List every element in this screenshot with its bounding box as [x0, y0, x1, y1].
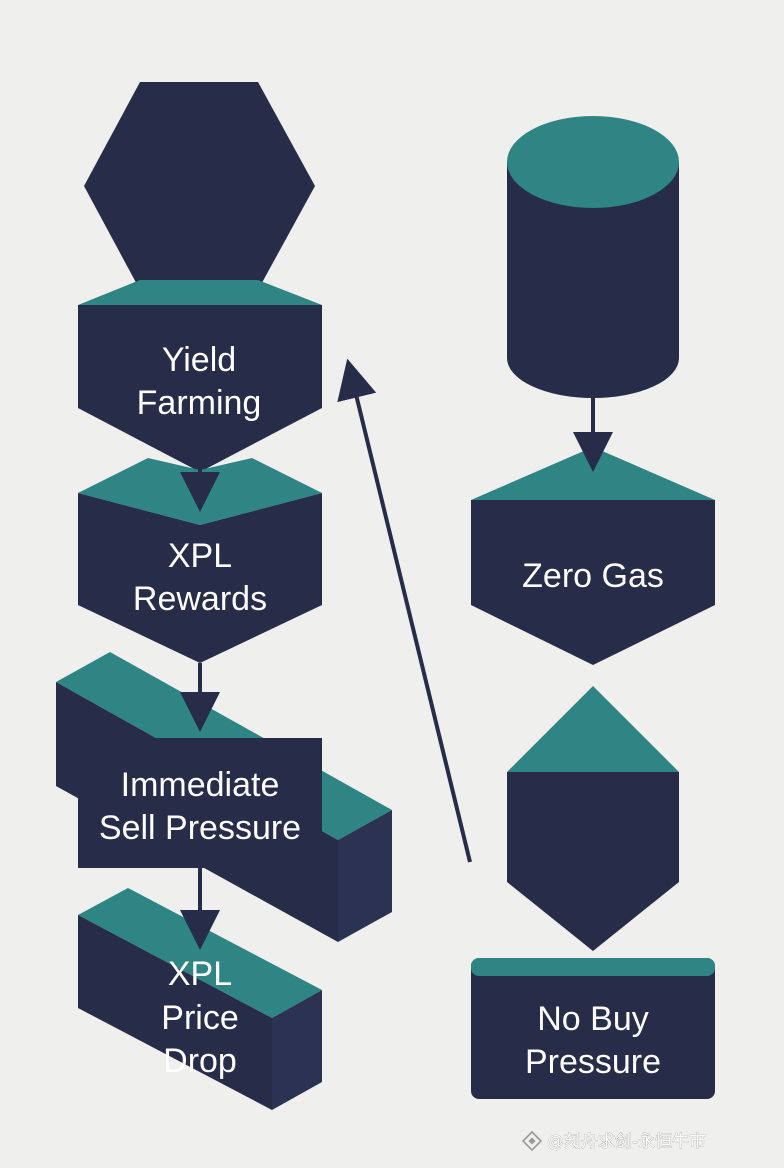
binance-diamond-icon	[521, 1130, 543, 1152]
cylinder-shape	[507, 116, 679, 398]
node-no-buy-pressure: No Buy Pressure	[471, 958, 715, 1099]
watermark: @刻舟求剑-永恒牛市	[521, 1130, 706, 1152]
node-yield-farming-label-2: Farming	[137, 384, 262, 422]
node-immediate-sell-pressure: Immediate Sell Pressure	[56, 652, 392, 942]
node-xpl-rewards: XPL Rewards	[78, 458, 322, 663]
node-xpl-price-drop-top-face	[78, 888, 322, 1018]
node-immediate-sell-label-2: Sell Pressure	[99, 809, 301, 847]
arrow-feedback-to-yield	[337, 358, 472, 863]
node-yield-farming-body	[78, 305, 322, 472]
watermark-text: @刻舟求剑-永恒牛市	[547, 1132, 706, 1152]
node-zero-gas-cap	[471, 447, 715, 500]
pentagon-shape-cap	[507, 686, 679, 772]
cylinder-top	[507, 116, 679, 208]
node-immediate-sell-label-1: Immediate	[121, 766, 280, 804]
pentagon-shape	[507, 686, 679, 951]
node-xpl-price-drop-front-face	[78, 915, 272, 1110]
node-xpl-price-drop-side-face	[272, 990, 322, 1110]
node-yield-farming-cap	[78, 280, 322, 305]
cylinder-body	[507, 162, 679, 398]
node-xpl-rewards-label-1: XPL	[168, 537, 232, 575]
node-no-buy-pressure-label-1: No Buy	[537, 1000, 649, 1038]
node-zero-gas-body	[471, 500, 715, 665]
node-no-buy-pressure-cap	[471, 958, 715, 976]
node-xpl-price-drop-label-3: Drop	[163, 1042, 237, 1080]
node-immediate-sell-side-face	[338, 810, 392, 942]
node-xpl-price-drop-label-2: Price	[161, 999, 238, 1037]
node-no-buy-pressure-label-2: Pressure	[525, 1043, 661, 1081]
node-xpl-price-drop-label-1: XPL	[168, 955, 232, 993]
node-immediate-sell-label-panel	[78, 738, 322, 868]
hexagon-shape	[84, 82, 315, 290]
node-zero-gas-label: Zero Gas	[522, 557, 664, 595]
node-xpl-price-drop: XPL Price Drop	[78, 888, 322, 1110]
node-xpl-rewards-body	[78, 493, 322, 663]
node-yield-farming-label-1: Yield	[162, 341, 236, 379]
node-no-buy-pressure-body	[471, 958, 715, 1099]
node-zero-gas: Zero Gas	[471, 447, 715, 665]
pentagon-shape-body	[507, 772, 679, 951]
node-xpl-rewards-label-2: Rewards	[133, 580, 267, 618]
node-yield-farming: Yield Farming	[78, 280, 322, 472]
